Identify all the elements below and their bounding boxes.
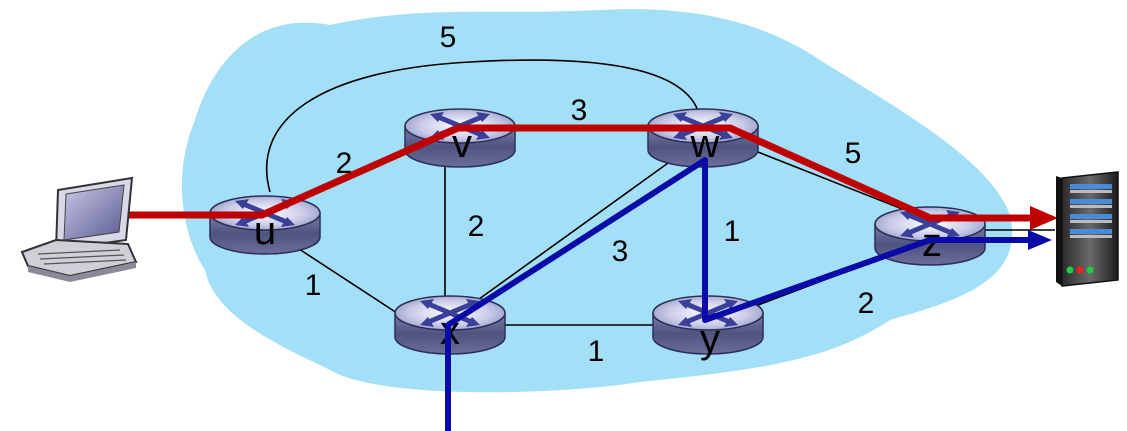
- path-red: [125, 124, 1030, 222]
- link-w-x: [449, 139, 701, 321]
- edge-label-x-y: 1: [588, 335, 605, 368]
- router-y[interactable]: y: [653, 296, 763, 361]
- edge-label-v-x: 2: [468, 210, 485, 243]
- link-u-w: [265, 59, 701, 193]
- router-v[interactable]: v: [405, 109, 515, 167]
- edge-label-w-x: 3: [612, 235, 629, 268]
- server-icon[interactable]: [1056, 171, 1119, 287]
- edge-label-u-x: 1: [305, 269, 322, 302]
- edge-label-y-z: 2: [858, 287, 875, 320]
- edge-label-u-w: 5: [440, 21, 457, 54]
- edge-label-w-y: 1: [724, 215, 741, 248]
- path-blue-arrowhead: [1028, 230, 1052, 250]
- router-u[interactable]: u: [210, 196, 320, 254]
- edge-label-u-v: 2: [336, 147, 353, 180]
- node-label-y: y: [700, 317, 720, 361]
- network-cloud: [181, 9, 1013, 393]
- node-label-v: v: [452, 122, 472, 166]
- path-blue: [445, 157, 1030, 431]
- edge-labels: 5 2 3 2 3 1 5 1 1 2: [305, 21, 875, 368]
- path-red-arrowhead: [1030, 206, 1058, 230]
- edge-label-w-z: 5: [845, 137, 862, 170]
- edge-label-v-w: 3: [571, 94, 588, 127]
- node-label-u: u: [254, 209, 276, 253]
- laptop-icon[interactable]: [20, 176, 138, 282]
